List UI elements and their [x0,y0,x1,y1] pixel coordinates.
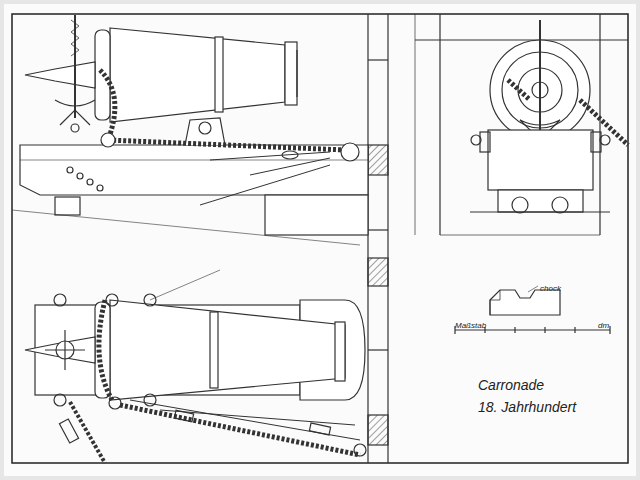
scale-unit: dm [598,321,609,330]
drawing-title: Carronade [478,377,544,393]
part-label: chock [540,284,561,293]
drawing-subtitle: 18. Jahrhundert [478,399,576,415]
scale-unit-box: dm [598,314,609,332]
scale-label: Maßstab [455,321,486,330]
scale-label-box: Maßstab [455,314,486,332]
drawing-subtitle-box: 18. Jahrhundert [478,398,576,416]
part-label-box: chock [540,277,561,295]
drawing-title-box: Carronade [478,376,544,394]
